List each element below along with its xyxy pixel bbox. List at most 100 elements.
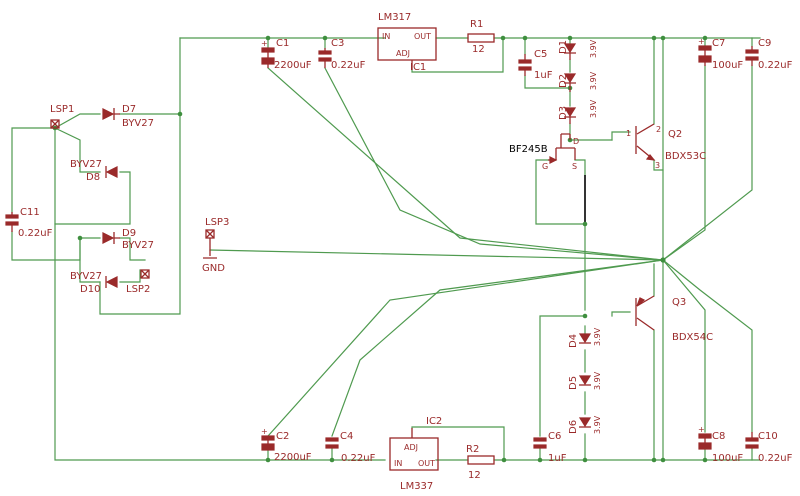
ic2-out-pin: OUT — [418, 459, 435, 468]
q2-ref-label: Q2 — [668, 129, 682, 140]
jfet-pin-d: D — [573, 137, 579, 146]
ic2-in-pin: IN — [394, 459, 402, 468]
resistor-r1: R1 12 — [467, 19, 495, 55]
c11-value-label: 0.22uF — [18, 228, 53, 239]
wires — [11, 37, 761, 461]
q2-type-label: BDX53C — [665, 151, 706, 162]
q2-pin3: 3 — [655, 161, 660, 170]
c1-plus-mark: + — [261, 39, 268, 48]
ic1-adj-pin: ADJ — [396, 49, 410, 58]
zener-d2: D2 3.9V — [558, 71, 598, 92]
capacitor-c1: + C1 2200uF — [261, 38, 312, 71]
c2-ref-label: C2 — [276, 431, 289, 442]
ic1-type-label: LM317 — [378, 12, 411, 23]
diode-d10: BYV27 D10 — [70, 271, 118, 295]
resistor-r2: R2 12 — [466, 444, 495, 481]
c9-ref-label: C9 — [758, 38, 771, 49]
capacitor-c3: C3 0.22uF — [318, 38, 366, 71]
c5-value-label: 1uF — [534, 70, 553, 81]
capacitor-c9: C9 0.22uF — [745, 38, 793, 71]
c11-ref-label: C11 — [20, 207, 40, 218]
jfet-pin-g: G — [542, 162, 548, 171]
jfet-type-label: BF245B — [509, 144, 548, 155]
diode-d9: D9 BYV27 — [102, 228, 154, 251]
c6-value-label: 1uF — [548, 453, 567, 464]
d10-ref-label: D10 — [80, 284, 100, 295]
d9-ref-label: D9 — [122, 228, 136, 239]
c7-ref-label: C7 — [712, 38, 725, 49]
r1-value-label: 12 — [472, 44, 485, 55]
d4-value-label: 3.9V — [593, 327, 602, 346]
d8-type-label: BYV27 — [70, 159, 102, 170]
c10-value-label: 0.22uF — [758, 453, 793, 464]
c2-plus-mark: + — [261, 427, 268, 436]
d7-type-label: BYV27 — [122, 118, 154, 129]
pad-lsp1: LSP1 — [50, 104, 74, 129]
d8-ref-label: D8 — [86, 172, 100, 183]
r1-ref-label: R1 — [470, 19, 483, 30]
c10-ref-label: C10 — [758, 431, 778, 442]
pad-lsp2: LSP2 — [126, 269, 150, 295]
ic1-out-pin: OUT — [414, 32, 431, 41]
ic2-adj-pin: ADJ — [404, 443, 418, 452]
q3-ref-label: Q3 — [672, 297, 686, 308]
d7-ref-label: D7 — [122, 104, 136, 115]
d5-value-label: 3.9V — [593, 371, 602, 390]
jfet-bf245b: BF245B G S D — [509, 133, 579, 171]
c6-ref-label: C6 — [548, 431, 561, 442]
zener-d5: D5 3.9V — [568, 371, 602, 390]
d6-value-label: 3.9V — [593, 415, 602, 434]
diode-d8: BYV27 D8 — [70, 159, 118, 183]
jfet-pin-s: S — [572, 162, 577, 171]
c8-plus-mark: + — [698, 425, 705, 434]
ic2-lm337: ADJ IN OUT LM337 IC2 — [389, 416, 442, 492]
q2-pin1: 1 — [626, 129, 631, 138]
q2-pin2: 2 — [656, 125, 661, 134]
zener-d3: D3 3.9V — [558, 99, 598, 124]
d3-value-label: 3.9V — [589, 99, 598, 118]
c8-ref-label: C8 — [712, 431, 725, 442]
d2-ref-label: D2 — [558, 74, 569, 88]
r2-value-label: 12 — [468, 470, 481, 481]
lsp3-label: LSP3 — [205, 217, 229, 228]
q3-type-label: BDX54C — [672, 332, 713, 343]
ic1-in-pin: IN — [382, 32, 390, 41]
c4-ref-label: C4 — [340, 431, 353, 442]
pad-lsp3: LSP3 GND — [202, 217, 229, 274]
capacitor-c10: C10 0.22uF — [745, 431, 793, 464]
capacitor-c7: + C7 100uF — [698, 37, 743, 71]
d5-ref-label: D5 — [568, 376, 579, 390]
transistor-q3: Q3 BDX54C — [635, 295, 713, 343]
transistor-q2: Q2 BDX53C 1 2 3 — [626, 123, 706, 170]
d6-ref-label: D6 — [568, 420, 579, 434]
capacitor-c6: C6 1uF — [533, 431, 567, 464]
lsp1-label: LSP1 — [50, 104, 74, 115]
d1-value-label: 3.9V — [589, 39, 598, 58]
c3-value-label: 0.22uF — [331, 60, 366, 71]
c8-value-label: 100uF — [712, 453, 743, 464]
zener-d6: D6 3.9V — [568, 415, 602, 434]
junctions — [52, 35, 708, 463]
d4-ref-label: D4 — [568, 334, 579, 348]
capacitor-c4: C4 0.22uF — [325, 431, 376, 464]
d3-ref-label: D3 — [558, 106, 569, 120]
c1-value-label: 2200uF — [274, 60, 312, 71]
zener-d1: D1 3.9V — [558, 39, 598, 60]
d2-value-label: 3.9V — [589, 71, 598, 90]
lsp2-label: LSP2 — [126, 284, 150, 295]
c7-plus-mark: + — [698, 37, 705, 46]
ic1-ref-label: IC1 — [410, 62, 426, 73]
capacitor-c11: C11 0.22uF — [5, 207, 53, 239]
c9-value-label: 0.22uF — [758, 60, 793, 71]
r2-ref-label: R2 — [466, 444, 479, 455]
c3-ref-label: C3 — [331, 38, 344, 49]
gnd-label: GND — [202, 263, 225, 274]
diode-d7: D7 BYV27 — [102, 104, 154, 129]
ic2-ref-label: IC2 — [426, 416, 442, 427]
c2-value-label: 2200uF — [274, 452, 312, 463]
ic1-lm317: IN OUT ADJ LM317 IC1 — [377, 12, 437, 73]
d10-type-label: BYV27 — [70, 271, 102, 282]
c4-value-label: 0.22uF — [341, 453, 376, 464]
